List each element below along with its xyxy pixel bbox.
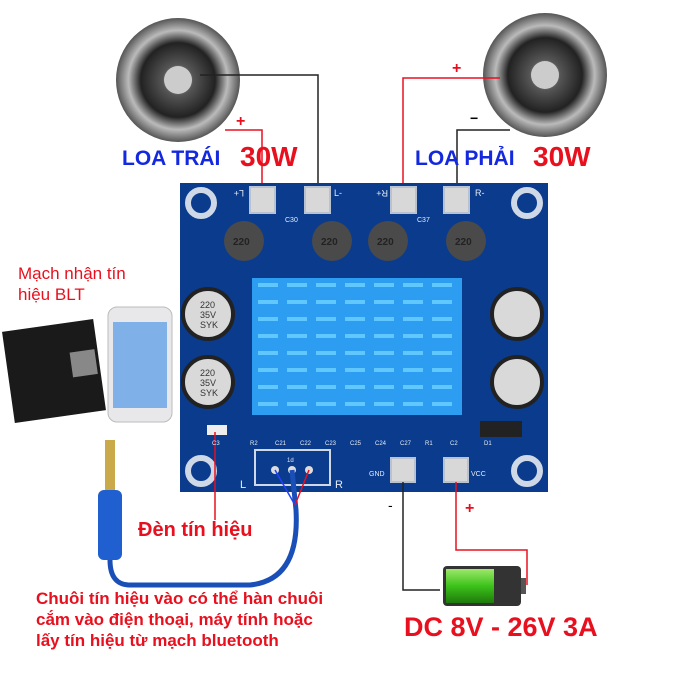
cap-text: 35V xyxy=(200,378,216,388)
cap-text: 220 xyxy=(200,300,215,310)
pad-label-r-plus: R+ xyxy=(376,188,388,198)
left-plus-wire xyxy=(225,129,263,195)
vcc-label: VCC xyxy=(471,471,486,478)
bluetooth-module xyxy=(2,319,106,423)
inductor-label: 220 xyxy=(377,237,394,248)
signal-note-line: Chuôi tín hiệu vào có thể hàn chuôi xyxy=(36,589,324,608)
right-speaker-power: 30W xyxy=(533,141,591,172)
cap-text: 35V xyxy=(200,310,216,320)
signal-note-line: cắm vào điện thoại, máy tính hoặc xyxy=(36,610,313,629)
vcc-wire xyxy=(455,482,528,585)
led-caption: Đèn tín hiệu xyxy=(138,519,253,541)
cap-text: SYK xyxy=(200,320,218,330)
part-label: C2 xyxy=(450,441,458,447)
right-minus-sign: − xyxy=(470,110,479,126)
cap-text: 220 xyxy=(200,368,215,378)
power-plus-sign: + xyxy=(465,500,475,517)
part-label: C25 xyxy=(350,441,362,447)
part-label: R2 xyxy=(250,441,258,447)
cap-label-c37: C37 xyxy=(417,217,430,224)
pad-label-l-plus: L+ xyxy=(234,188,244,198)
right-speaker-label: LOA PHẢI xyxy=(415,147,515,170)
audio-jack xyxy=(98,490,122,560)
part-label: R1 xyxy=(425,441,433,447)
inductor-label: 220 xyxy=(455,237,472,248)
right-plus-sign: + xyxy=(452,60,462,77)
left-speaker-power: 30W xyxy=(240,141,298,172)
pad-label-l-minus: L- xyxy=(334,188,342,198)
part-label: C24 xyxy=(375,441,387,447)
signal-cable xyxy=(107,469,299,588)
inductor-label: 220 xyxy=(321,237,338,248)
power-minus-sign: - xyxy=(388,497,393,513)
input-l-label: L xyxy=(240,479,246,491)
gnd-wire xyxy=(402,482,440,591)
input-r-label: R xyxy=(335,479,343,491)
gnd-label: GND xyxy=(369,471,385,478)
left-plus-sign: + xyxy=(236,113,246,130)
part-label: C22 xyxy=(300,441,312,447)
inductor-label: 220 xyxy=(233,237,250,248)
signal-note-line: lấy tín hiệu từ mạch bluetooth xyxy=(36,631,279,650)
signal-note: Chuôi tín hiệu vào có thể hàn chuôi cắm … xyxy=(36,588,323,651)
left-speaker-label: LOA TRÁI xyxy=(122,147,221,170)
bluetooth-module-label: Mạch nhận tín hiệu BLT xyxy=(18,264,126,304)
right-plus-wire xyxy=(402,77,500,195)
heatsink xyxy=(252,278,462,415)
cap-label-c30: C30 xyxy=(285,217,298,224)
part-label: C23 xyxy=(325,441,337,447)
power-supply-label: DC 8V - 26V 3A xyxy=(404,612,598,642)
right-minus-wire xyxy=(456,129,510,195)
cap-text: SYK xyxy=(200,388,218,398)
part-label: C21 xyxy=(275,441,287,447)
input-connector-label: 1d xyxy=(287,458,294,464)
pad-label-r-minus: R- xyxy=(475,188,485,198)
led-part-label: C3 xyxy=(212,441,220,447)
part-label: D1 xyxy=(484,441,492,447)
part-label: C27 xyxy=(400,441,412,447)
left-minus-wire xyxy=(200,74,319,195)
